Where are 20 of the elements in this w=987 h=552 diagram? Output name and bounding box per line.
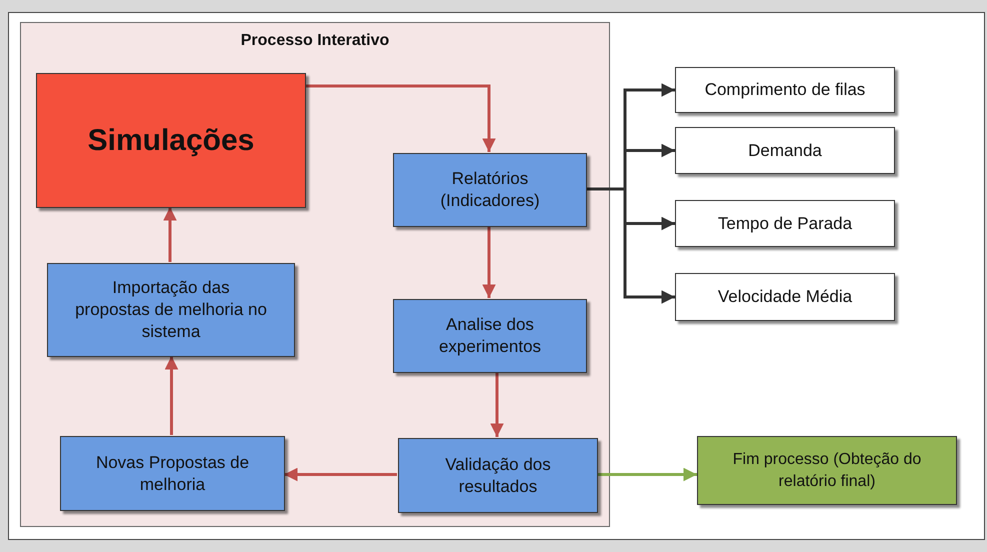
process-group [20, 22, 610, 527]
indicator-box: Demanda [675, 127, 895, 174]
process-box: Analise dos experimentos [393, 299, 587, 373]
arrow [164, 356, 178, 435]
arrow [490, 372, 504, 437]
arrow [305, 84, 496, 152]
process-box: Importação das propostas de melhoria no sistema [47, 263, 295, 357]
arrow [597, 468, 697, 482]
process-box: Relatórios (Indicadores) [393, 153, 587, 227]
indicator-box: Tempo de Parada [675, 200, 895, 247]
arrow [163, 207, 177, 262]
process-box: Validação dos resultados [398, 438, 598, 513]
arrow [482, 226, 496, 298]
indicator-box: Comprimento de filas [675, 67, 895, 113]
end-box: Fim processo (Obteção do relatório final) [697, 436, 957, 505]
process-box: Novas Propostas de melhoria [60, 436, 285, 511]
indicator-box: Velocidade Média [675, 273, 895, 321]
arrow [284, 468, 397, 482]
group-title: Processo Interativo [240, 31, 390, 51]
process-box: Simulações [36, 73, 306, 208]
